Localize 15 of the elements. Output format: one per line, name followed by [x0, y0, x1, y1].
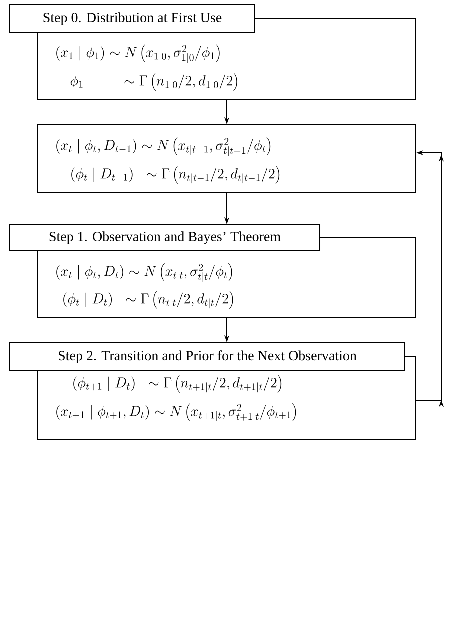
formula: $(\phi_{t+1} \mid D_t) \;\; \sim \Gamma\left(n_{t+1|t}/2, d_{t+1|t}/2\right)$ [74, 375, 282, 393]
step-box [10, 342, 416, 440]
formula: $(\phi_t \mid D_t) \;\; \sim \Gamma\left(n_{t|t}/2, d_{t|t}/2\right)$ [64, 291, 234, 309]
step-heading: Step 0. Distribution at First Use [10, 4, 256, 34]
formula: $(\phi_t \mid D_{t-1}) \;\; \sim \Gamma\left(n_{t|t-1}/2, d_{t|t-1}/2\right)$ [72, 166, 280, 184]
formula: $(x_t \mid \phi_t, D_{t-1}) \sim N\left(x_{t|t-1}, \sigma^2_{t|t-1}/\phi_t\right)$ [56, 138, 271, 156]
step-box [38, 124, 416, 194]
step-box [10, 224, 416, 318]
formula: $(x_1 \mid \phi_1) \sim N\left(x_{1|0}, \sigma^2_{1|0}/\phi_1\right)$ [56, 44, 220, 64]
formula: $(x_{t+1} \mid \phi_{t+1}, D_t) \sim N\left(x_{t+1|t}, \sigma^2_{t+1|t}/\phi_{t+1}\right)$ [56, 404, 296, 422]
step-heading: Step 2. Transition and Prior for the Next Observation [10, 342, 406, 372]
formula: $\phi_1 \qquad\;\; \sim \Gamma\left(n_{1|0}/2, d_{1|0}/2\right)$ [70, 73, 238, 91]
step-box [10, 4, 416, 100]
formula: $(x_t \mid \phi_t, D_t) \sim N\left(x_{t|t}, \sigma^2_{t|t}/\phi_t\right)$ [56, 264, 232, 282]
step-heading: Step 1. Observation and Bayes’ Theorem [10, 224, 320, 252]
